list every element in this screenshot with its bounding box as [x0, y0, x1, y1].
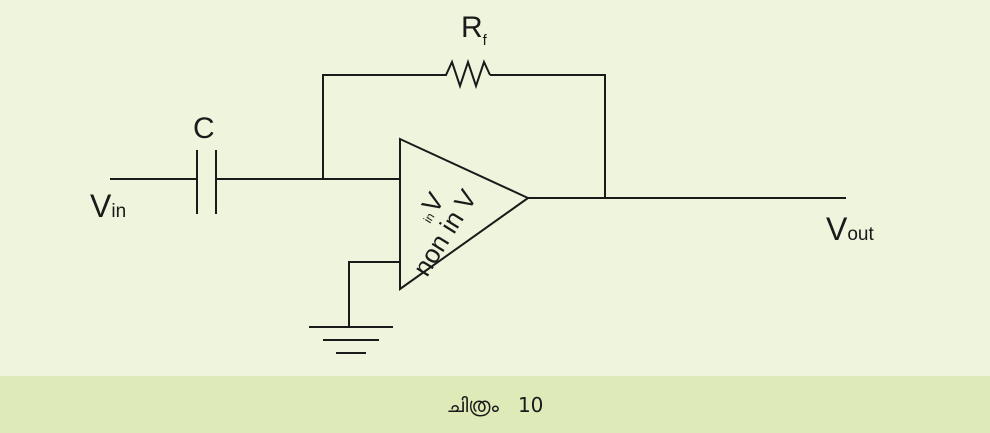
figure-caption: ചിത്രം 10	[0, 376, 990, 433]
output-label: Vout	[826, 211, 874, 247]
op-amp-differentiator-diagram: Rf C Vin Vout in V non in V	[90, 11, 874, 354]
caption-number: 10	[517, 392, 544, 417]
feedback-wire-left	[322, 74, 440, 179]
caption-word: ചിത്രം	[446, 392, 499, 417]
ground-icon	[309, 326, 393, 354]
capacitor-symbol	[196, 150, 217, 214]
feedback-resistor-symbol	[440, 58, 491, 90]
input-label: Vin	[90, 188, 126, 224]
feedback-wire-right	[490, 74, 606, 198]
resistor-label: Rf	[461, 11, 488, 49]
ground-wire	[348, 261, 400, 326]
capacitor-label: C	[193, 112, 215, 145]
op-amp-triangle	[399, 137, 530, 291]
